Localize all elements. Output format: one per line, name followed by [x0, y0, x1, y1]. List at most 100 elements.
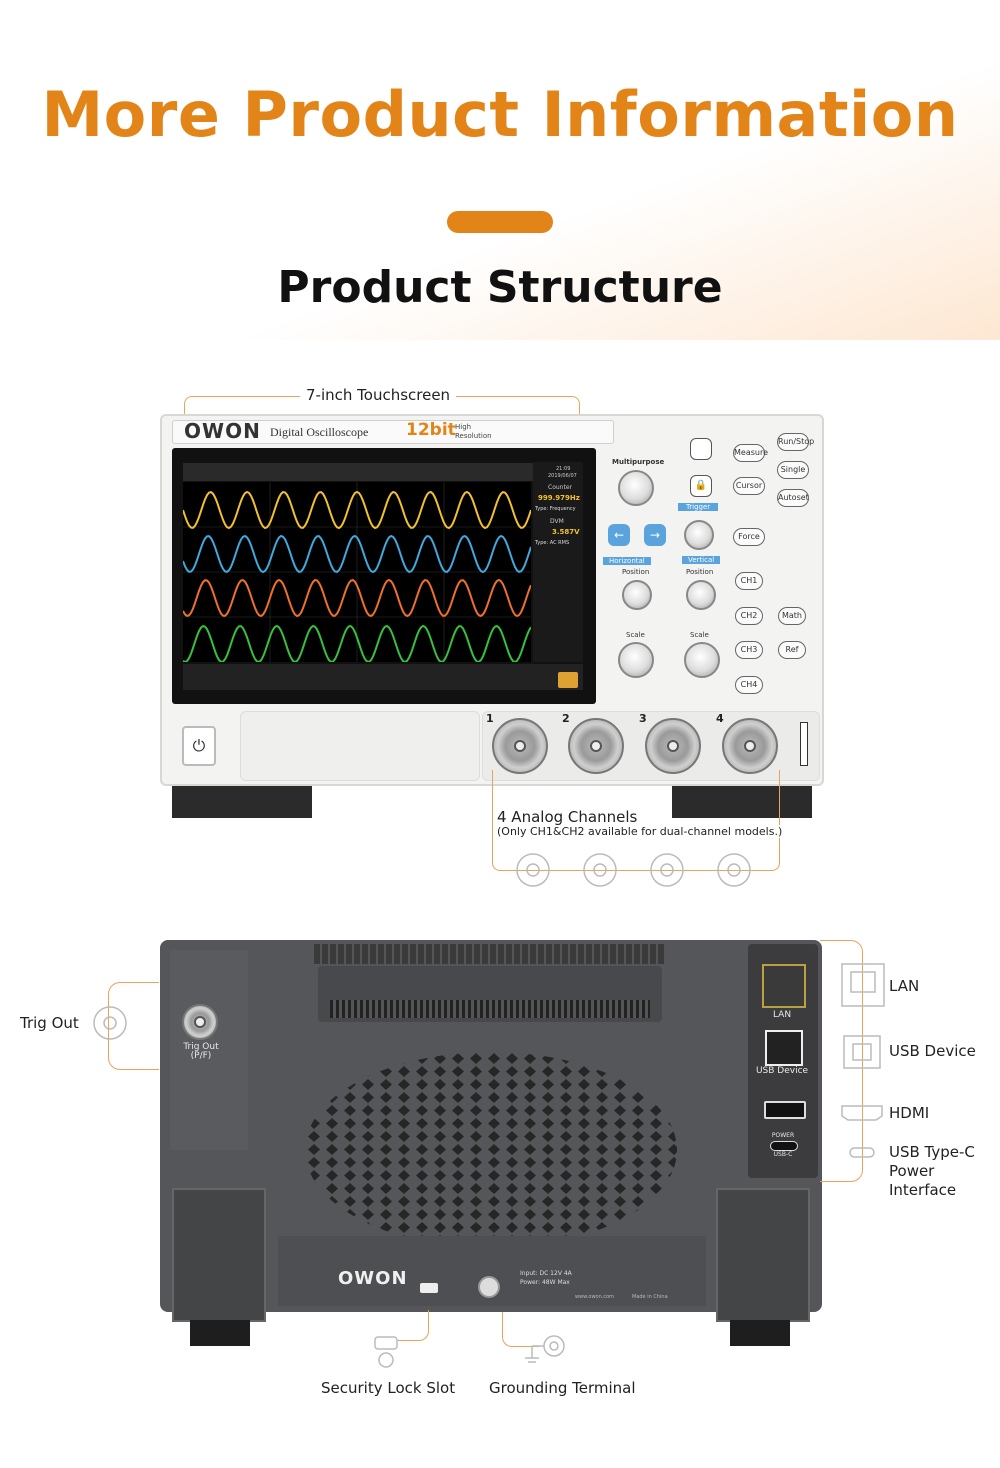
brand-strip [172, 420, 614, 444]
touchscreen-callout: 7-inch Touchscreen [300, 386, 457, 404]
usb-device-port-label: USB Device [755, 1066, 809, 1076]
ch3-button[interactable]: CH3 [735, 641, 763, 659]
resolution-badge: 12bit [406, 420, 456, 440]
ch2-bnc-input[interactable] [568, 718, 624, 774]
ch1-button[interactable]: CH1 [735, 572, 763, 590]
screen-time: 21:09 [556, 466, 571, 472]
ventilation-grille [305, 1052, 677, 1248]
bnc-lineart-row [516, 853, 751, 887]
ch4-button[interactable]: CH4 [735, 676, 763, 694]
vertical-label: Vertical [682, 556, 721, 564]
cursor-button[interactable]: Cursor [733, 477, 765, 495]
horizontal-label: Horizontal [603, 557, 651, 565]
usbc-port-label: USB-C [773, 1151, 793, 1158]
channel-2-number: 2 [562, 712, 570, 725]
h-scale-label: Scale [626, 631, 645, 639]
usb-device-lineart-icon [843, 1035, 881, 1069]
waveform-area[interactable] [182, 482, 532, 664]
left-arrow-button[interactable]: ← [608, 524, 630, 546]
rear-foot-bracket-left [172, 1188, 266, 1322]
decorative-circuit-panel [240, 711, 480, 781]
ch2-waveform [182, 534, 532, 574]
lan-port[interactable] [762, 964, 806, 1008]
usb-typec-callout-line2: Power [889, 1162, 935, 1180]
channel-1-number: 1 [486, 712, 494, 725]
multipurpose-label: Multipurpose [612, 458, 665, 466]
title-divider-pill [447, 211, 553, 233]
hdmi-port[interactable] [764, 1101, 806, 1119]
trig-out-label: Trig Out [183, 1042, 219, 1052]
right-arrow-button[interactable]: → [644, 524, 666, 546]
ref-button[interactable]: Ref [778, 641, 806, 659]
power-spec: Power: 48W Max [520, 1279, 570, 1286]
ch3-bnc-input[interactable] [645, 718, 701, 774]
security-lock-callout-line [398, 1310, 429, 1341]
run-stop-button[interactable]: Run/Stop [777, 433, 814, 451]
model-name: Digital Oscilloscope [270, 425, 369, 439]
horizontal-scale-knob[interactable] [618, 642, 654, 678]
save-icon-button[interactable] [690, 438, 712, 460]
home-button[interactable] [558, 672, 578, 688]
analog-channels-callout: 4 Analog Channels [495, 808, 640, 826]
ch2-button[interactable]: CH2 [735, 607, 763, 625]
measure-button[interactable]: Measure [733, 444, 768, 462]
power-button[interactable]: ⏻ [182, 726, 216, 766]
v-scale-label: Scale [690, 631, 709, 639]
lan-callout: LAN [889, 977, 920, 995]
trig-out-lineart [93, 1006, 127, 1040]
force-button[interactable]: Force [733, 528, 765, 546]
ch4-bnc-input[interactable] [722, 718, 778, 774]
usb-c-power-port[interactable] [770, 1141, 798, 1151]
security-lock-lineart-icon [374, 1336, 398, 1368]
grounding-terminal[interactable] [478, 1276, 500, 1298]
probe-comp-terminal[interactable] [800, 722, 808, 766]
top-rail [314, 944, 666, 964]
vertical-scale-knob[interactable] [684, 642, 720, 678]
channel-4-number: 4 [716, 712, 724, 725]
front-foot-left [172, 786, 312, 818]
left-side-panel [170, 950, 248, 1150]
rear-foot-right [730, 1320, 790, 1346]
channel-status-bar [183, 664, 583, 690]
security-lock-slot[interactable] [420, 1283, 438, 1293]
hdmi-callout: HDMI [889, 1104, 930, 1122]
ch1-bnc-input[interactable] [492, 718, 548, 774]
math-button[interactable]: Math [778, 607, 806, 625]
horizontal-position-knob[interactable] [622, 580, 652, 610]
lan-port-label: LAN [772, 1010, 792, 1020]
hdmi-lineart-icon [841, 1105, 883, 1121]
handle-slots [330, 1000, 650, 1018]
trigger-label: Trigger [678, 503, 719, 511]
vertical-position-knob[interactable] [686, 580, 716, 610]
v-position-label: Position [686, 568, 714, 576]
ch1-waveform [182, 490, 532, 530]
resolution-sub-1: High [455, 423, 472, 431]
multipurpose-knob[interactable] [618, 470, 654, 506]
usb-device-port[interactable] [765, 1030, 803, 1066]
waveform-plot [182, 482, 532, 664]
analog-callout-line [492, 770, 780, 871]
section-title: Product Structure [277, 262, 723, 313]
single-button[interactable]: Single [777, 461, 809, 479]
trig-out-sub: (P/F) [190, 1051, 212, 1061]
analog-channels-note: (Only CH1&CH2 available for dual-channel… [495, 825, 785, 838]
lock-icon-button[interactable]: 🔒 [690, 475, 712, 497]
made-in-label: Made in China [632, 1294, 668, 1300]
trigger-level-knob[interactable] [684, 520, 714, 550]
trig-out-callout-line [108, 982, 159, 1070]
autoset-button[interactable]: Autoset [777, 489, 809, 507]
usb-c-lineart-icon [849, 1147, 875, 1158]
usb-device-callout: USB Device [889, 1042, 976, 1060]
website-label: www.owon.com [575, 1294, 615, 1300]
ch3-waveform [182, 578, 532, 618]
ch4-waveform [182, 624, 532, 664]
right-callout-line [820, 940, 863, 1182]
dvm-label: DVM [550, 518, 564, 525]
channel-3-number: 3 [639, 712, 647, 725]
trig-out-bnc[interactable] [182, 1004, 218, 1040]
grounding-callout: Grounding Terminal [489, 1379, 636, 1397]
page-title: More Product Information [41, 78, 959, 151]
rear-owon-logo: OWON [338, 1268, 408, 1289]
usb-typec-callout-line1: USB Type-C [889, 1143, 975, 1161]
grounding-lineart-icon [525, 1335, 565, 1363]
